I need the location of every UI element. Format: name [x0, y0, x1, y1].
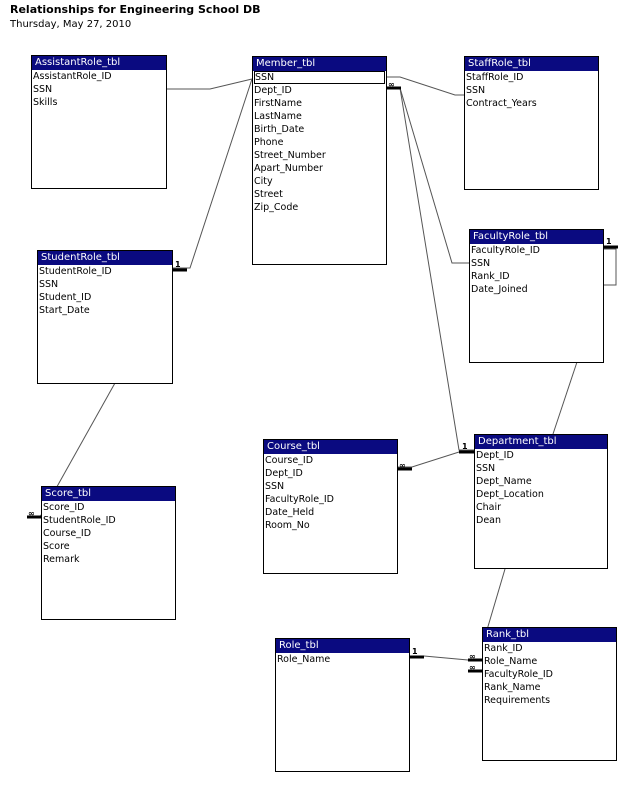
table-member-title: Member_tbl: [253, 57, 386, 71]
table-faculty-role-title: FacultyRole_tbl: [470, 230, 603, 244]
field: Dept_ID: [476, 450, 514, 461]
report-date: Thursday, May 27, 2010: [10, 19, 132, 30]
rel-member-faculty: [387, 87, 469, 264]
table-role[interactable]: Role_tbl Role_Name: [275, 638, 410, 772]
label-one-department: 1: [462, 442, 468, 451]
table-role-title: Role_tbl: [276, 639, 409, 653]
field: Dept_Name: [476, 476, 532, 487]
field: LastName: [254, 111, 302, 122]
label-many-score: ∞: [28, 509, 35, 518]
field: City: [254, 176, 273, 187]
field: Rank_Name: [484, 682, 541, 693]
label-many-rank-a: ∞: [469, 652, 476, 661]
table-student-role-title: StudentRole_tbl: [38, 251, 172, 265]
field: FacultyRole_ID: [471, 245, 540, 256]
field: FacultyRole_ID: [484, 669, 553, 680]
table-department[interactable]: Department_tbl Dept_ID SSN Dept_Name Dep…: [474, 434, 608, 569]
table-score-title: Score_tbl: [42, 487, 175, 501]
report-title: Relationships for Engineering School DB: [10, 3, 261, 16]
field: Date_Held: [265, 507, 315, 518]
field: SSN: [33, 84, 53, 95]
field: Score_ID: [43, 502, 85, 513]
rel-member-staff: [387, 76, 464, 96]
field: Requirements: [484, 695, 551, 706]
field: Street: [254, 189, 283, 200]
field: SSN: [476, 463, 496, 474]
field: Student_ID: [39, 292, 92, 303]
rel-faculty-right: [604, 248, 617, 286]
label-one-student: 1: [175, 260, 181, 269]
field: StudentRole_ID: [43, 515, 116, 526]
field: SSN: [471, 258, 491, 269]
rel-faculty-department: [552, 361, 578, 435]
field: Skills: [33, 97, 58, 108]
field: Dept_ID: [254, 85, 292, 96]
field: Score: [43, 541, 70, 552]
field: Apart_Number: [254, 163, 323, 174]
field: SSN: [265, 481, 285, 492]
field: StudentRole_ID: [39, 266, 112, 277]
label-one-role: 1: [412, 647, 418, 656]
field: Course_ID: [43, 528, 92, 539]
field: StaffRole_ID: [466, 72, 524, 83]
field: Start_Date: [39, 305, 90, 316]
field: Zip_Code: [254, 202, 299, 213]
field: AssistantRole_ID: [33, 71, 112, 82]
field: Date_Joined: [471, 284, 528, 295]
table-assistant-role[interactable]: AssistantRole_tbl AssistantRole_ID SSN S…: [31, 55, 167, 189]
table-member[interactable]: Member_tbl SSN Dept_ID FirstName LastNam…: [252, 56, 387, 265]
table-assistant-role-title: AssistantRole_tbl: [32, 56, 166, 70]
table-course-title: Course_tbl: [264, 440, 397, 454]
field: Role_Name: [484, 656, 538, 667]
field: Street_Number: [254, 150, 326, 161]
label-many-rank-b: ∞: [469, 663, 476, 672]
field: Rank_ID: [471, 271, 510, 282]
rel-member-student: [173, 78, 253, 269]
rel-member-department: [387, 87, 474, 451]
field-primary-key: SSN: [254, 71, 385, 84]
field: Dean: [476, 515, 502, 526]
field: Contract_Years: [466, 98, 537, 109]
label-many-member: ∞: [388, 80, 395, 89]
field: SSN: [39, 279, 59, 290]
rel-course-department: [398, 451, 474, 468]
field: FirstName: [254, 98, 303, 109]
table-staff-role[interactable]: StaffRole_tbl StaffRole_ID SSN Contract_…: [464, 56, 599, 190]
table-department-title: Department_tbl: [475, 435, 607, 449]
field: Role_Name: [277, 654, 331, 665]
table-student-role[interactable]: StudentRole_tbl StudentRole_ID SSN Stude…: [37, 250, 173, 384]
label-many-course: ∞: [399, 461, 406, 470]
table-rank[interactable]: Rank_tbl Rank_ID Role_Name FacultyRole_I…: [482, 627, 617, 761]
field: Chair: [476, 502, 502, 513]
label-one-faculty: 1: [606, 237, 612, 246]
field: Phone: [254, 137, 284, 148]
field: SSN: [466, 85, 486, 96]
field: Room_No: [265, 520, 310, 531]
table-course[interactable]: Course_tbl Course_ID Dept_ID SSN Faculty…: [263, 439, 398, 574]
field: FacultyRole_ID: [265, 494, 334, 505]
field: Remark: [43, 554, 80, 565]
table-rank-title: Rank_tbl: [483, 628, 616, 642]
field: Dept_ID: [265, 468, 303, 479]
table-score[interactable]: Score_tbl Score_ID StudentRole_ID Course…: [41, 486, 176, 620]
rel-assistant-member: [167, 78, 253, 90]
field: Course_ID: [265, 455, 314, 466]
field: Rank_ID: [484, 643, 523, 654]
field: Dept_Location: [476, 489, 544, 500]
field: Birth_Date: [254, 124, 305, 135]
table-staff-role-title: StaffRole_tbl: [465, 57, 598, 71]
table-faculty-role[interactable]: FacultyRole_tbl FacultyRole_ID SSN Rank_…: [469, 229, 604, 363]
